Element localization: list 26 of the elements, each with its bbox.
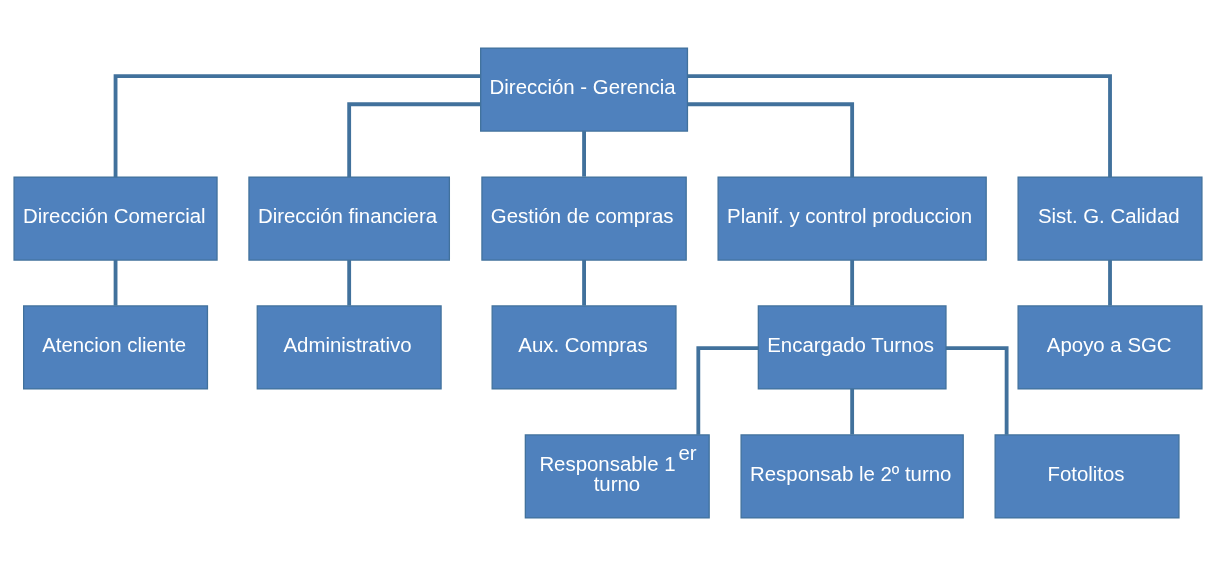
connector xyxy=(347,260,352,306)
connector xyxy=(1108,260,1112,306)
node-box: Dirección financiera xyxy=(248,176,450,261)
node-box: Encargado Turnos xyxy=(757,305,947,390)
node-box: Fotolitos xyxy=(994,434,1180,519)
connector xyxy=(696,346,759,435)
connector xyxy=(582,260,586,306)
connector xyxy=(347,102,481,177)
node-box: Apoyo a SGC xyxy=(1017,305,1203,390)
connector xyxy=(687,102,855,177)
node-box: Gestión de compras xyxy=(481,176,687,261)
connector xyxy=(113,260,118,306)
node-box: Dirección Comercial xyxy=(13,176,218,261)
connector xyxy=(688,74,1112,177)
node-box: Administrativo xyxy=(256,305,442,390)
connector xyxy=(850,388,855,435)
node-box: Atencion cliente xyxy=(23,305,209,390)
node-box: Dirección - Gerencia xyxy=(480,47,689,132)
node-box: Responsab le 2º turno xyxy=(740,434,964,519)
connector xyxy=(850,260,855,306)
node-box: Sist. G. Calidad xyxy=(1017,176,1203,261)
connector xyxy=(113,74,481,177)
node-box: Aux. Compras xyxy=(491,305,677,390)
connector xyxy=(582,131,586,177)
node-box: Planif. y control produccion xyxy=(717,176,987,261)
connector xyxy=(946,346,1009,435)
